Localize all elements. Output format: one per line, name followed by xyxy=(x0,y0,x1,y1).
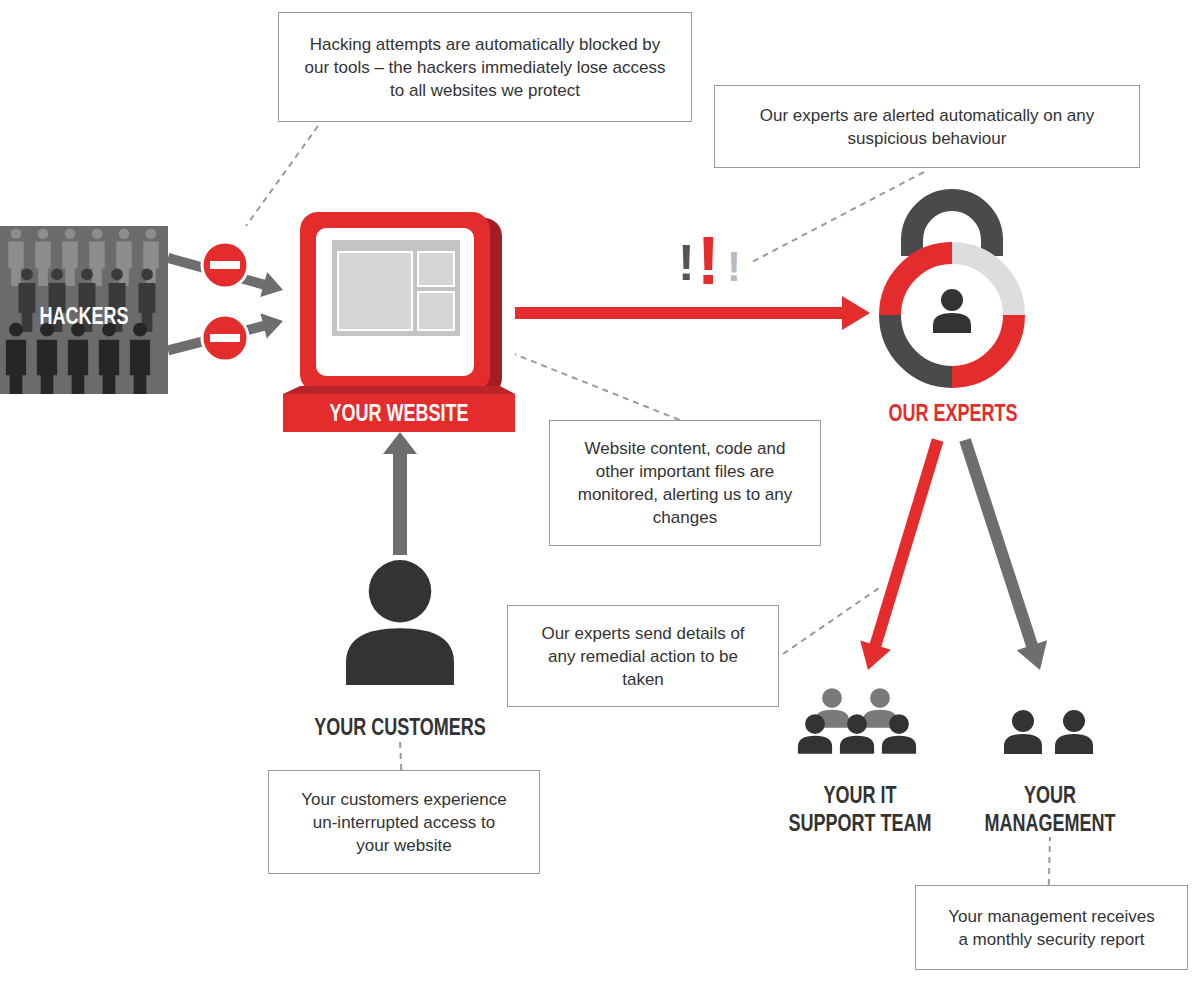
alert-mark: ! xyxy=(697,226,720,294)
alert-mark: ! xyxy=(678,238,695,288)
callout-text-wrap: Website content, code and other importan… xyxy=(576,437,794,529)
arrow-head xyxy=(842,296,870,330)
node-title: HACKERS xyxy=(24,302,144,330)
connector-line xyxy=(400,741,401,770)
callout-text: Your customers experience un-interrupted… xyxy=(295,788,513,857)
management-node: YOUR MANAGEMENT xyxy=(975,670,1125,837)
leader-line xyxy=(400,741,401,770)
callout-box: Our experts are alerted automatically on… xyxy=(714,85,1140,168)
connector-arrow xyxy=(383,432,417,555)
lock-icon xyxy=(880,200,1024,387)
callout-text-wrap: Our experts send details of any remedial… xyxy=(534,622,752,691)
monitor-icon xyxy=(283,212,515,432)
callout-text: Hacking attempts are automatically block… xyxy=(299,33,671,102)
hackers-crowd xyxy=(0,226,168,394)
connector-line xyxy=(393,453,407,555)
website-node: YOUR WEBSITE xyxy=(283,210,515,432)
connector-arrow xyxy=(515,296,870,330)
connector-line xyxy=(1049,837,1050,885)
callout-text: Your management receives a monthly secur… xyxy=(942,905,1161,951)
callout-text-wrap: Your management receives a monthly secur… xyxy=(942,905,1161,951)
customers-node: YOUR CUSTOMERS xyxy=(300,555,500,741)
alert-mark: ! xyxy=(727,246,741,288)
callout-text-wrap: Hacking attempts are automatically block… xyxy=(299,33,671,102)
node-title: OUR EXPERTS xyxy=(870,399,1035,427)
connector-line xyxy=(515,354,680,420)
callout-box: Hacking attempts are automatically block… xyxy=(278,12,692,122)
leader-line xyxy=(246,126,924,654)
node-title: YOUR IT SUPPORT TEAM xyxy=(785,781,935,837)
callout-box: Website content, code and other importan… xyxy=(549,420,821,546)
node-title: YOUR WEBSITE xyxy=(317,399,482,427)
management-icon xyxy=(1004,710,1093,754)
team-icon xyxy=(798,688,916,754)
connector-arrow xyxy=(965,440,1047,670)
node-title: YOUR CUSTOMERS xyxy=(310,713,490,741)
connector-arrow xyxy=(860,440,937,670)
node-title: YOUR MANAGEMENT xyxy=(975,781,1125,837)
connector-line xyxy=(515,307,843,319)
stop-sign xyxy=(202,242,248,361)
callout-text-wrap: Our experts are alerted automatically on… xyxy=(755,104,1099,150)
callout-text-wrap: Your customers experience un-interrupted… xyxy=(295,788,513,857)
arrow-head xyxy=(383,432,417,454)
callout-box: Our experts send details of any remedial… xyxy=(507,605,779,707)
person-icon xyxy=(346,560,454,685)
hackers-group: HACKERS xyxy=(0,226,168,394)
connector-line xyxy=(965,440,1032,646)
experts-node: OUR EXPERTS xyxy=(870,195,1035,440)
callout-box: Your management receives a monthly secur… xyxy=(915,885,1188,970)
callout-text: Website content, code and other importan… xyxy=(576,437,794,529)
callout-text: Our experts are alerted automatically on… xyxy=(755,104,1099,150)
it-team-node: YOUR IT SUPPORT TEAM xyxy=(780,670,940,837)
leader-line xyxy=(515,354,680,420)
callout-text: Our experts send details of any remedial… xyxy=(534,622,752,691)
connector-line xyxy=(875,440,937,646)
callout-box: Your customers experience un-interrupted… xyxy=(268,770,540,874)
leader-line xyxy=(1049,837,1050,885)
